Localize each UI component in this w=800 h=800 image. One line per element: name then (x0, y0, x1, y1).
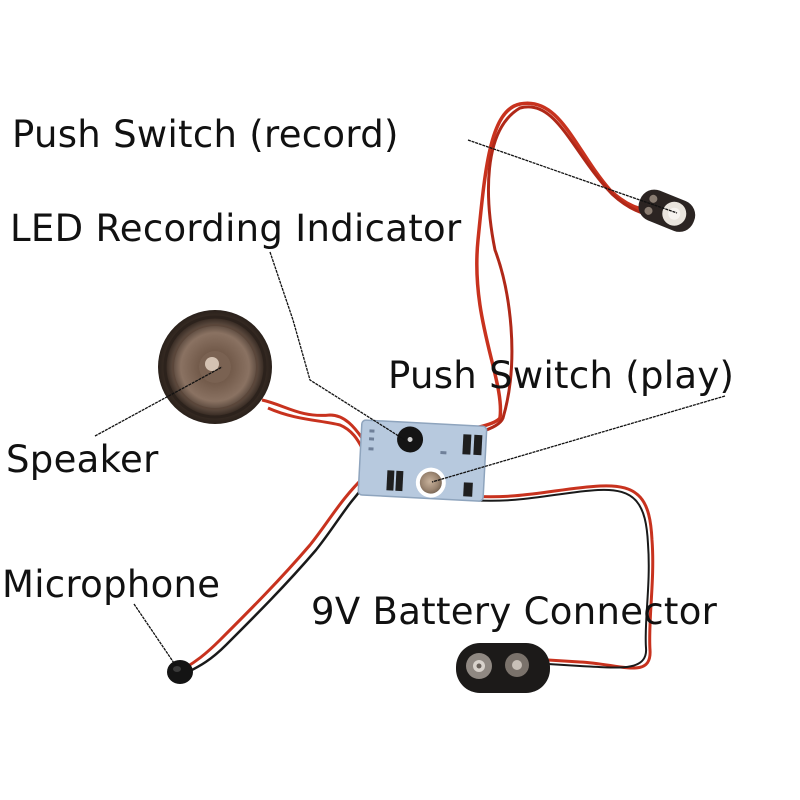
leader-play (431, 395, 726, 483)
speaker (158, 310, 272, 424)
wire-record-switch-b (429, 105, 656, 443)
wire-microphone-red (184, 473, 368, 670)
wire-battery-red (469, 484, 655, 670)
leader-speaker (94, 366, 223, 437)
microphone (167, 660, 193, 684)
record-push-switch (638, 189, 696, 232)
leader-microphone (133, 603, 177, 667)
battery-connector (456, 643, 550, 693)
wire-battery-black (469, 488, 650, 669)
wires (184, 101, 656, 674)
leader-lines (94, 139, 726, 667)
label-record-switch: Push Switch (record) (12, 113, 399, 156)
label-battery-connector: 9V Battery Connector (311, 590, 718, 633)
label-microphone: Microphone (2, 563, 221, 606)
leader-led (269, 251, 406, 441)
label-led-indicator: LED Recording Indicator (10, 207, 462, 250)
wire-microphone-black (187, 479, 371, 674)
leader-record (467, 139, 678, 214)
label-speaker: Speaker (6, 438, 159, 481)
wire-speaker-a (261, 398, 364, 439)
label-play-switch: Push Switch (play) (388, 354, 735, 397)
pcb-board (357, 419, 488, 502)
wire-speaker-b (267, 406, 364, 449)
